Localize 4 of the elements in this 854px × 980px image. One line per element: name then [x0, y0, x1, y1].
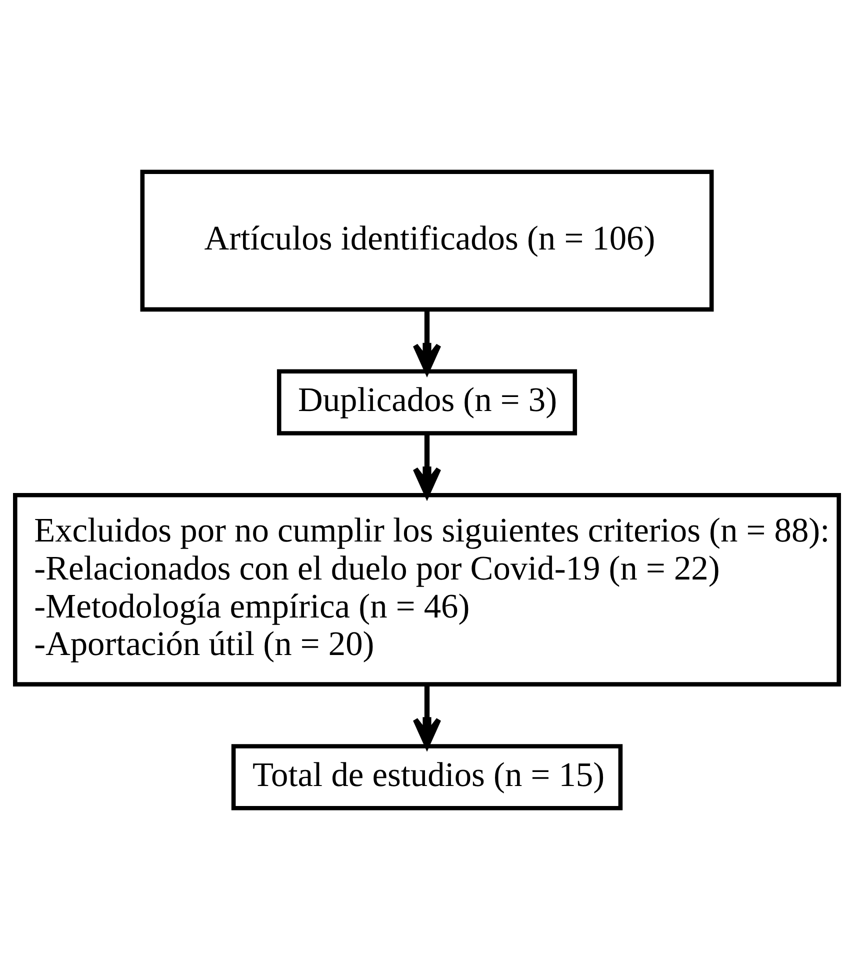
node-box: Duplicados (n = 3): [276, 369, 578, 436]
node-box: Artículos identificados (n = 106): [140, 170, 714, 312]
node-box: Excluidos por no cumplir los siguientes criterios (n = 88): -Relacionados con el duelo por Covid-19 (n = 22) -Metodología empírica (n = 46) -Aportación útil (n = 20): [13, 493, 841, 686]
node-box: Total de estudios (n = 15): [231, 744, 623, 810]
